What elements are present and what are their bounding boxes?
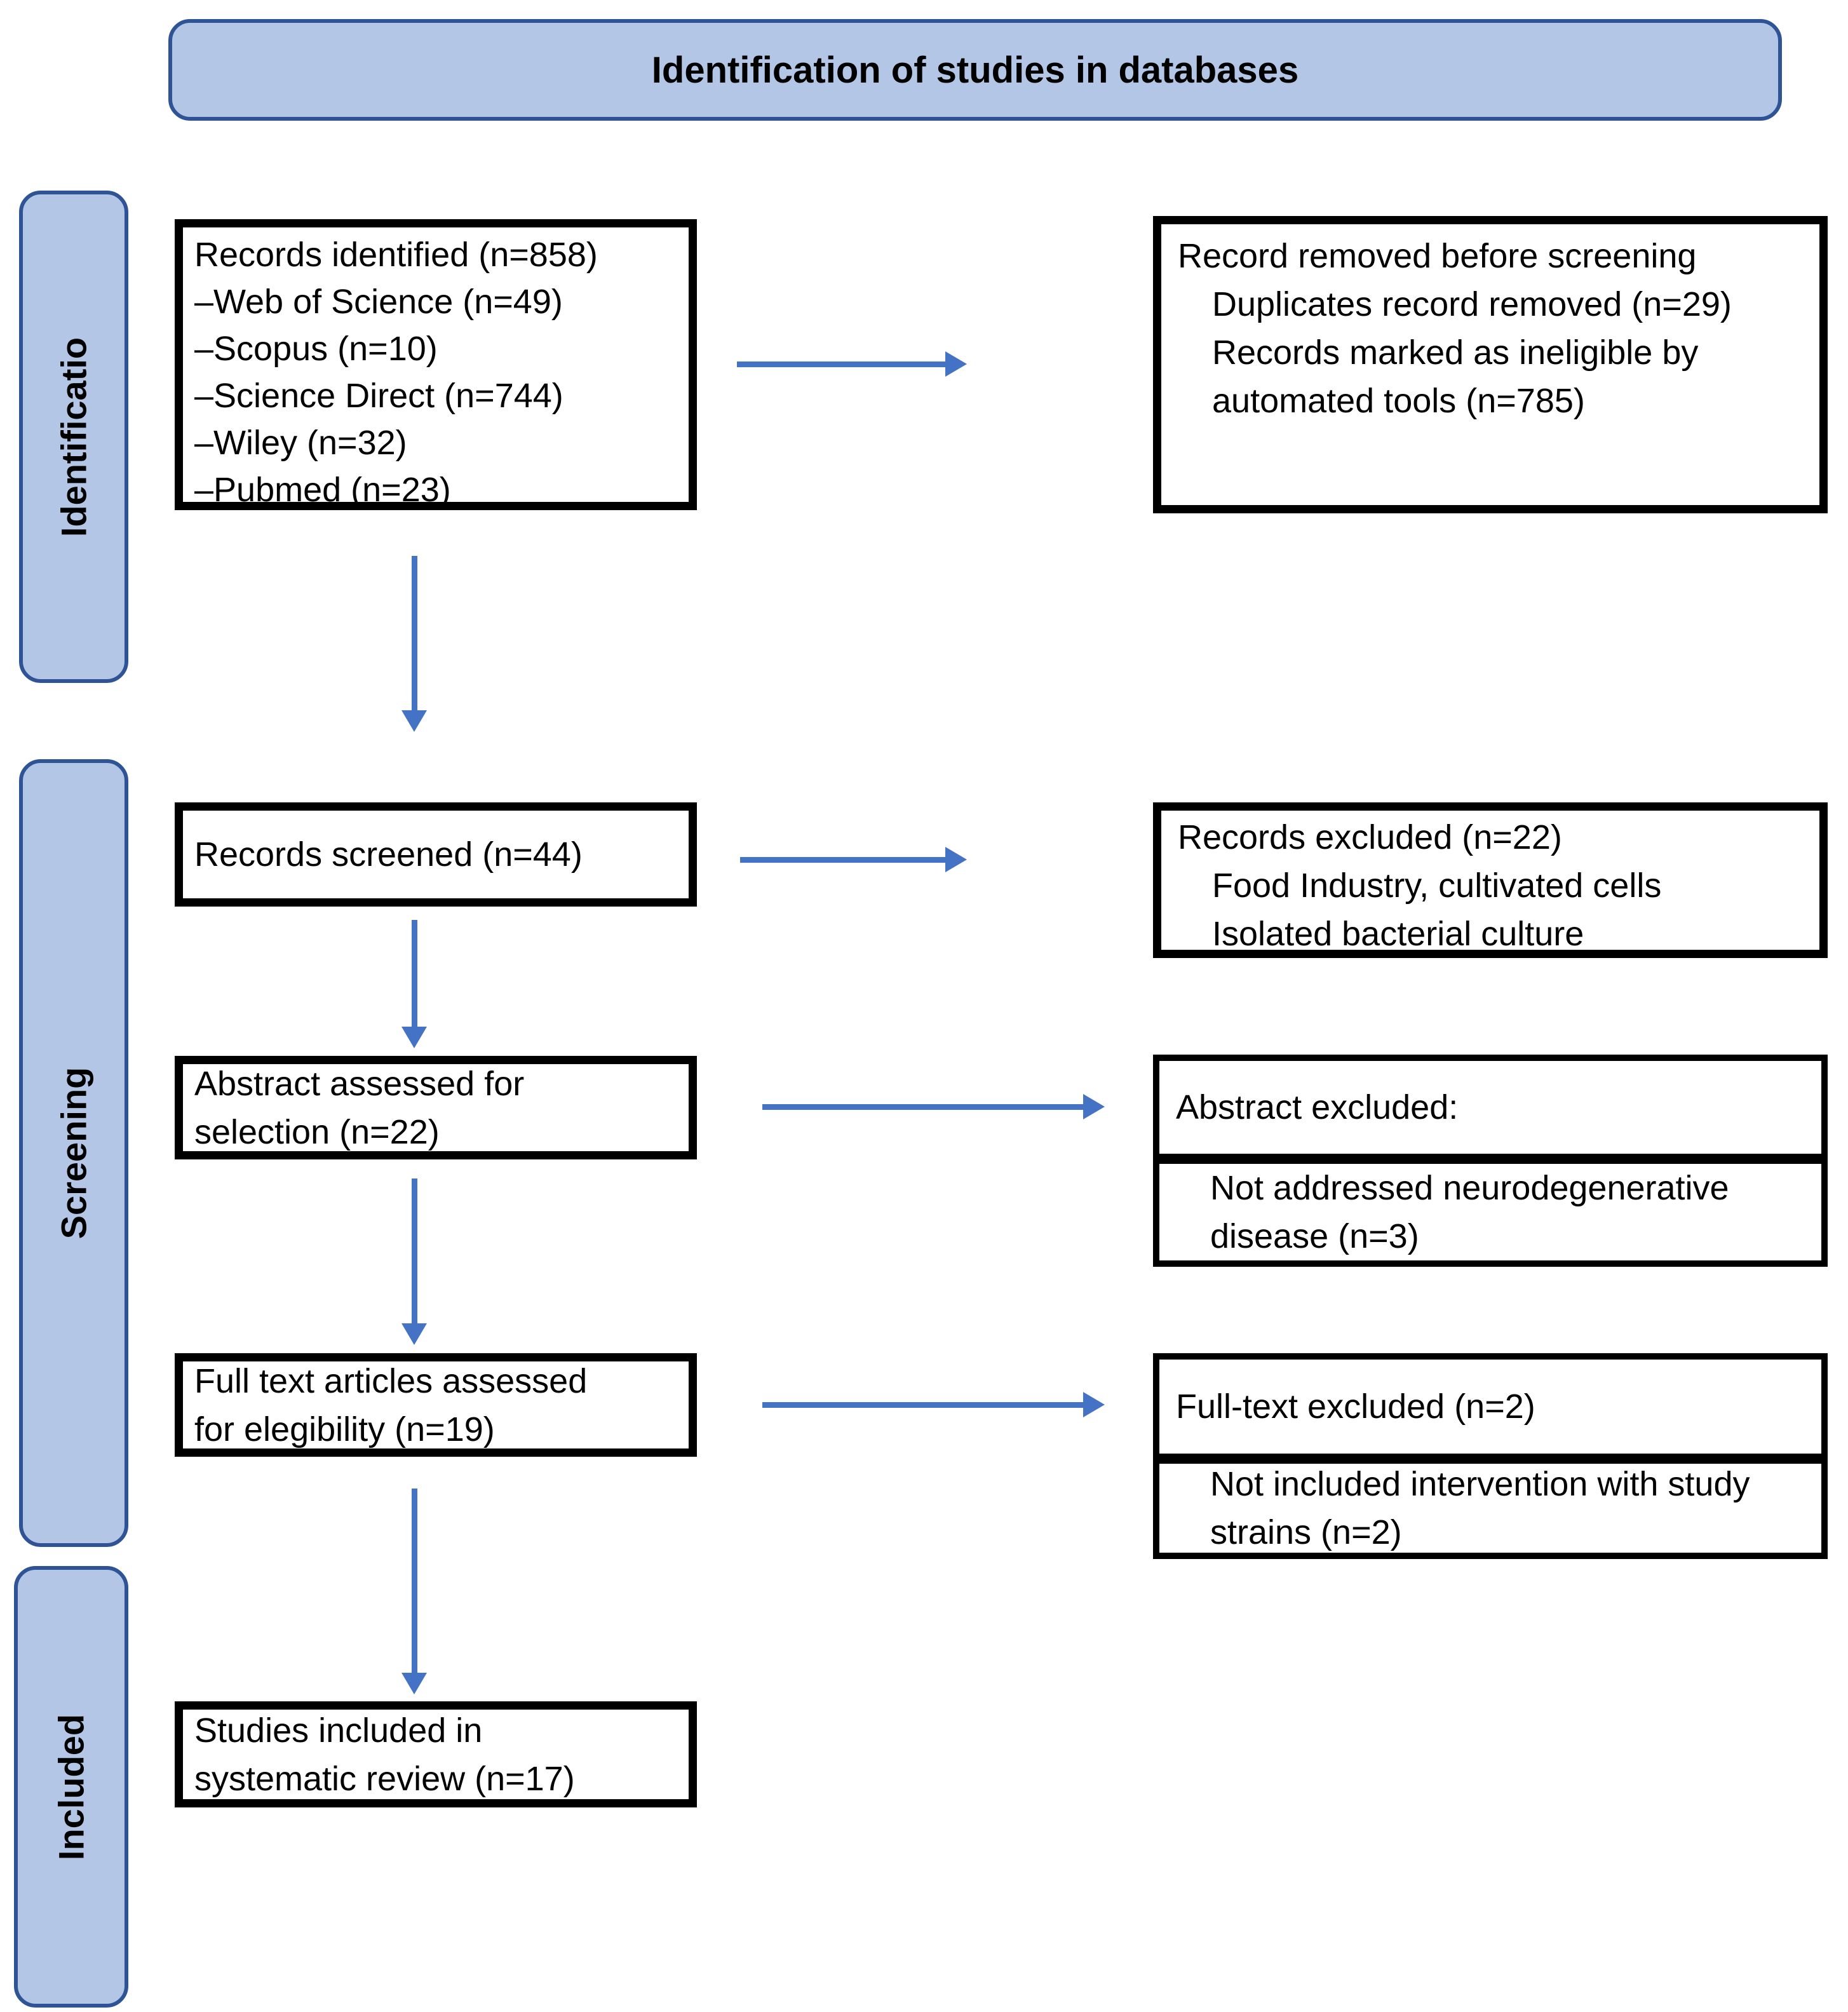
- box-abstract-assessed: Abstract assessed for selection (n=22): [175, 1056, 697, 1159]
- text-line: –Web of Science (n=49): [194, 283, 563, 321]
- text-line: Full text articles assessed: [194, 1361, 588, 1400]
- text-line: Duplicates record removed (n=29): [1212, 285, 1732, 323]
- fulltext-excluded-title: Full-text excluded (n=2): [1176, 1387, 1535, 1426]
- sidebar-stage-included: Included: [14, 1566, 128, 2008]
- box-records-excluded: Records excluded (n=22) Food Industry, c…: [1153, 802, 1828, 958]
- banner-identification-of-studies: Identification of studies in databases: [168, 19, 1782, 121]
- records-removed-items: Duplicates record removed (n=29) Records …: [1173, 280, 1813, 425]
- text-line: Records screened (n=44): [194, 835, 583, 874]
- arrow-fulltext-to-included: [401, 1489, 427, 1694]
- box-records-removed: Record removed before screening Duplicat…: [1153, 216, 1828, 513]
- arrow-abstract-to-fulltext: [401, 1178, 427, 1345]
- box-studies-included: Studies included in systematic review (n=…: [175, 1701, 697, 1807]
- text-line: Not included intervention with study str…: [1210, 1465, 1750, 1551]
- arrow-screened-to-excluded: [740, 847, 967, 872]
- text-line: systematic review (n=17): [194, 1759, 575, 1798]
- arrow-identified-to-screened: [401, 556, 427, 732]
- box-abstract-excluded-reason: Not addressed neurodegenerative disease …: [1153, 1158, 1828, 1267]
- box-records-screened: Records screened (n=44): [175, 802, 697, 907]
- abstract-excluded-title: Abstract excluded:: [1176, 1088, 1459, 1126]
- box-records-identified: Records identified (n=858) –Web of Scienc…: [175, 219, 697, 510]
- text-line: Isolated bacterial culture: [1212, 915, 1584, 953]
- sidebar-stage-screening: Screening: [19, 759, 128, 1547]
- text-line: Studies included in: [194, 1711, 483, 1750]
- stage-label-identification: Identificatio: [53, 337, 94, 537]
- box-fulltext-excluded-header: Full-text excluded (n=2): [1153, 1353, 1828, 1460]
- banner-title: Identification of studies in databases: [651, 49, 1299, 91]
- text-line: –Wiley (n=32): [194, 424, 407, 462]
- arrow-screened-to-abstract: [401, 920, 427, 1048]
- text-line: Not addressed neurodegenerative disease …: [1210, 1169, 1729, 1255]
- arrow-abstract-to-excluded: [762, 1094, 1105, 1119]
- box-fulltext-assessed: Full text articles assessed for elegibili…: [175, 1353, 697, 1457]
- records-removed-title: Record removed before screening: [1178, 237, 1697, 275]
- text-line: Records identified (n=858): [194, 236, 598, 274]
- box-abstract-excluded-header: Abstract excluded:: [1153, 1055, 1828, 1160]
- text-line: –Pubmed (n=23): [194, 471, 451, 509]
- text-line: selection (n=22): [194, 1112, 440, 1151]
- arrow-identified-to-removed: [737, 351, 967, 377]
- text-line: Records marked as ineligible by automate…: [1212, 334, 1699, 420]
- text-line: for elegibility (n=19): [194, 1410, 495, 1448]
- text-line: –Scopus (n=10): [194, 330, 438, 368]
- text-line: –Science Direct (n=744): [194, 377, 563, 415]
- stage-label-screening: Screening: [53, 1067, 94, 1239]
- arrow-fulltext-to-excluded: [762, 1392, 1105, 1417]
- stage-label-included: Included: [51, 1713, 91, 1860]
- text-line: Abstract assessed for: [194, 1064, 525, 1103]
- box-fulltext-excluded-reason: Not included intervention with study str…: [1153, 1457, 1828, 1559]
- sidebar-stage-identification: Identificatio: [19, 191, 128, 683]
- text-line: Food Industry, cultivated cells: [1212, 867, 1662, 905]
- records-excluded-title: Records excluded (n=22): [1178, 818, 1562, 856]
